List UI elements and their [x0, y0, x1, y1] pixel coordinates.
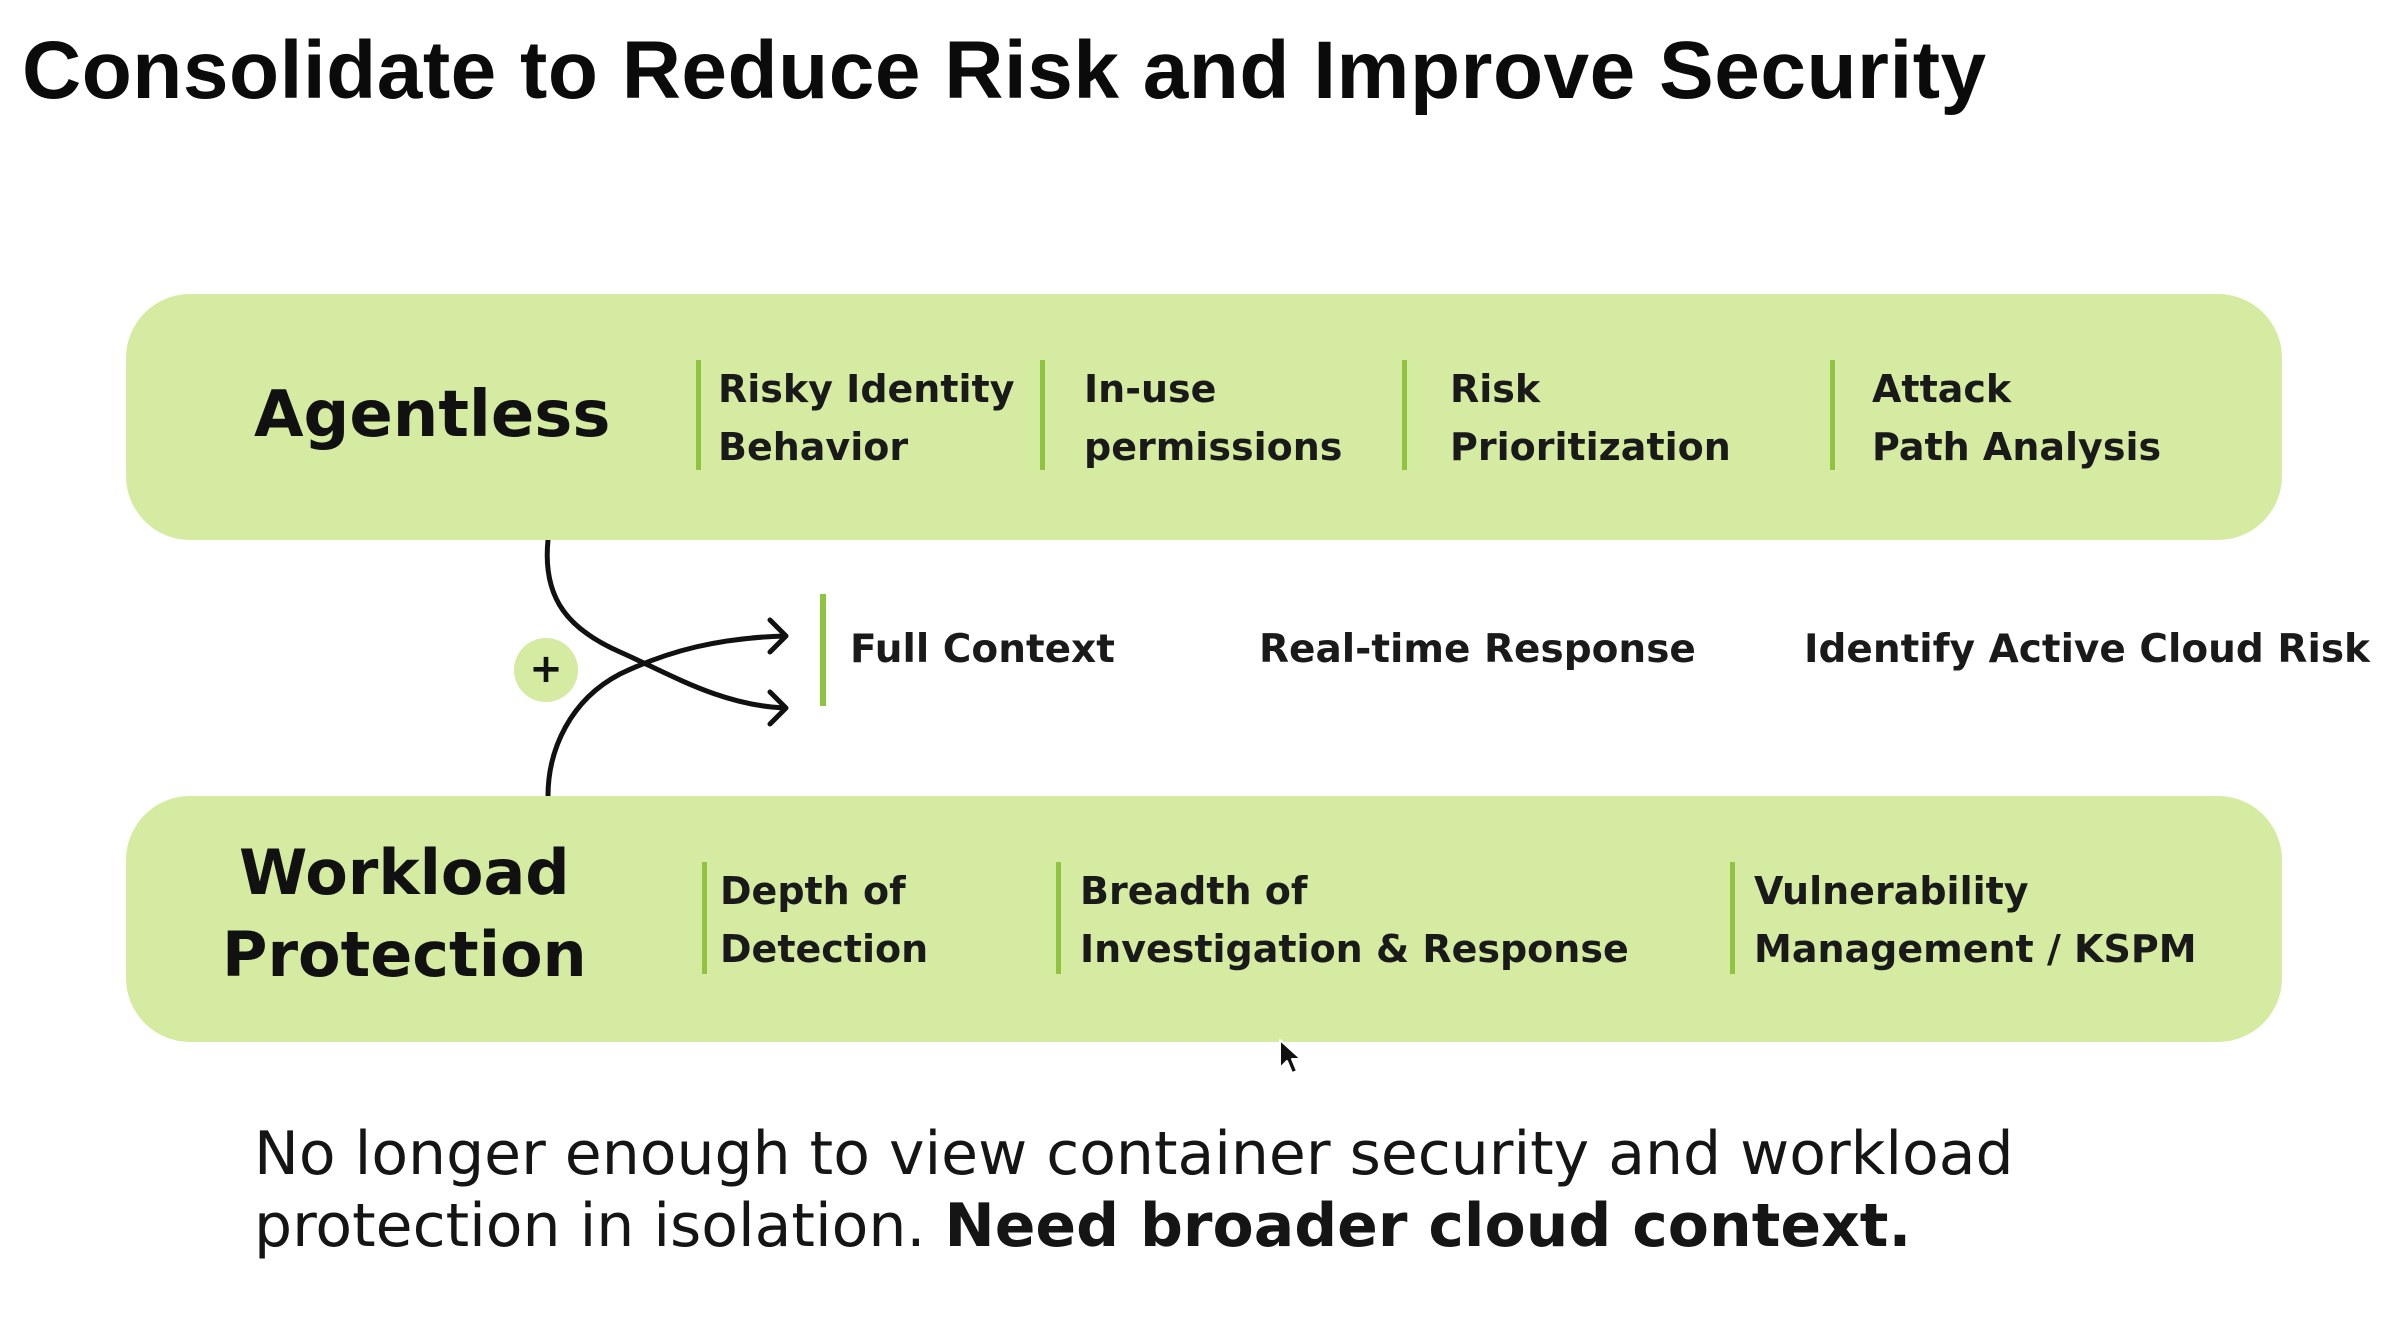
- mouse-pointer-icon: [1279, 1039, 1302, 1074]
- feature-divider: [1730, 862, 1735, 974]
- outcome-full-context: Full Context: [850, 627, 1115, 672]
- merge-arrows-icon: [544, 540, 789, 799]
- footer-statement: No longer enough to view container secur…: [254, 1118, 2254, 1262]
- plus-icon: +: [514, 638, 578, 702]
- workload-protection-label: Workload Protection: [222, 836, 587, 991]
- slide-title: Consolidate to Reduce Risk and Improve S…: [22, 25, 1987, 116]
- outcome-identify-active-cloud-risk: Identify Active Cloud Risk: [1804, 627, 2370, 672]
- workload-protection-band: Workload Protection Depth of Detection B…: [126, 796, 2282, 1042]
- feature-vulnerability-management: Vulnerability Management / KSPM: [1754, 869, 2197, 971]
- feature-divider: [1830, 360, 1835, 470]
- outcome-real-time-response: Real-time Response: [1259, 627, 1696, 672]
- agentless-label: Agentless: [254, 378, 611, 452]
- feature-attack-path-analysis: Attack Path Analysis: [1872, 367, 2162, 469]
- feature-depth-of-detection: Depth of Detection: [720, 869, 929, 971]
- feature-divider: [696, 360, 701, 470]
- outcome-divider: [820, 594, 826, 706]
- footer-text: No longer enough to view container secur…: [254, 1119, 2014, 1261]
- feature-breadth-of-investigation: Breadth of Investigation & Response: [1080, 869, 1629, 971]
- agentless-band: Agentless Risky Identity Behavior In-use…: [126, 294, 2282, 540]
- feature-risky-identity-behavior: Risky Identity Behavior: [718, 367, 1015, 469]
- feature-divider: [1040, 360, 1045, 470]
- feature-in-use-permissions: In-use permissions: [1084, 367, 1343, 469]
- footer-emphasis: Need broader cloud context.: [944, 1191, 1912, 1261]
- feature-divider: [702, 862, 707, 974]
- feature-divider: [1402, 360, 1407, 470]
- feature-divider: [1056, 862, 1061, 974]
- feature-risk-prioritization: Risk Prioritization: [1450, 367, 1731, 469]
